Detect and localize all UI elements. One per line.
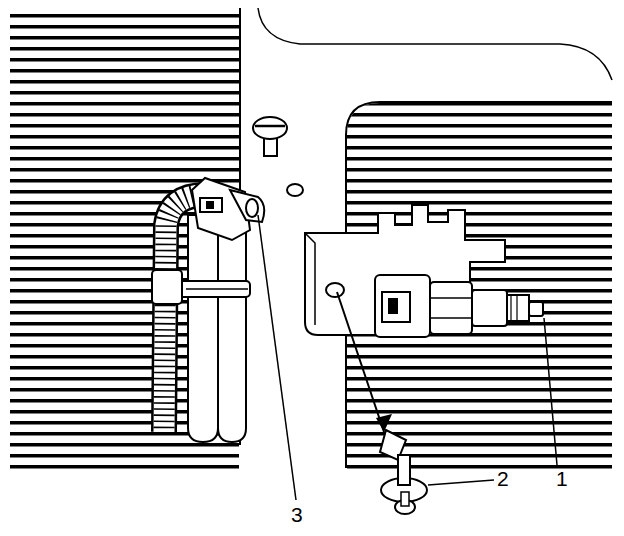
panel-edge: [258, 8, 612, 80]
harness-clip: [152, 270, 250, 304]
condenser-fins: [10, 12, 239, 470]
electrical-connector: [192, 178, 264, 240]
callout-number: 1: [556, 468, 568, 489]
condenser-fins: [347, 103, 612, 469]
callout-number: 2: [497, 468, 509, 489]
panel: [239, 8, 612, 470]
leader-line: [258, 215, 557, 500]
mounting-hole: [287, 184, 303, 196]
bolt: [253, 117, 287, 156]
panel-edge: [346, 102, 612, 468]
push-pin-retainer: [337, 292, 427, 514]
a-c-pressure-sensor: [375, 275, 543, 337]
callout-number: 3: [291, 504, 303, 525]
pipe: [188, 215, 246, 442]
